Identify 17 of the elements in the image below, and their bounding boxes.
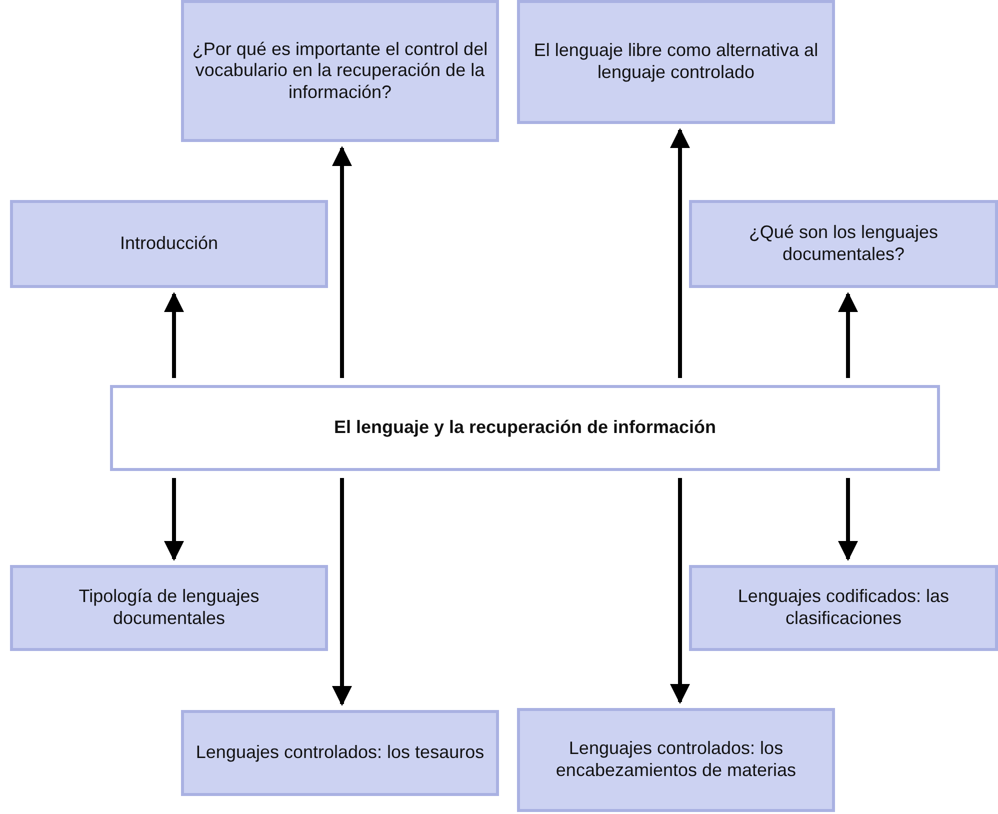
arrow <box>670 478 690 704</box>
arrow <box>332 478 352 706</box>
central-topic-box: El lenguaje y la recuperación de información <box>110 385 940 471</box>
arrow <box>838 478 858 561</box>
arrow <box>164 478 184 561</box>
arrow <box>838 292 858 378</box>
topic-box: Tipología de lenguajes documentales <box>10 565 328 651</box>
arrow <box>332 146 352 378</box>
topic-box: El lenguaje libre como alternativa al lenguaje controlado <box>517 0 835 124</box>
arrow <box>670 128 690 378</box>
topic-box: Lenguajes controlados: los tesauros <box>181 710 499 796</box>
topic-box: Lenguajes codificados: las clasificaciones <box>689 565 998 651</box>
topic-box: Introducción <box>10 200 328 288</box>
topic-box: ¿Qué son los lenguajes documentales? <box>689 200 998 288</box>
arrow <box>164 292 184 378</box>
topic-box: ¿Por qué es importante el control del vocabulario en la recuperación de la información? <box>181 0 499 142</box>
topic-box: Lenguajes controlados: los encabezamientos de materias <box>517 708 835 812</box>
